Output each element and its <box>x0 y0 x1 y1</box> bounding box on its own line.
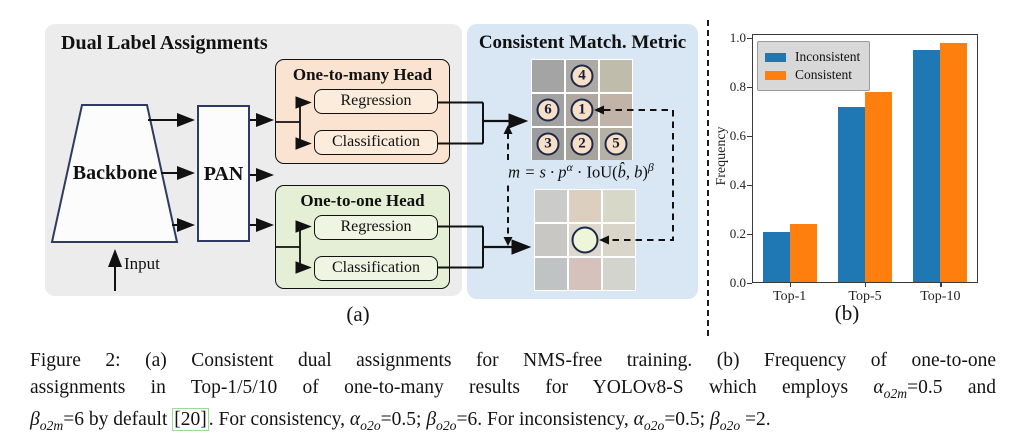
citation-20: [20] <box>172 407 209 431</box>
y-tick-mark <box>747 185 752 187</box>
anchor-circle-2: 2 <box>570 132 594 156</box>
input-label: Input <box>124 254 160 273</box>
grid-cell <box>532 60 564 92</box>
legend-item: Consistent <box>765 67 860 83</box>
formula-mid: · IoU( <box>572 162 618 182</box>
y-tick-mark <box>747 234 752 236</box>
one-to-many-classification-box: Classification <box>314 130 438 155</box>
subfigure-a-label: (a) <box>346 302 370 326</box>
anchor-circle-4: 4 <box>570 64 594 88</box>
backbone-label: Backbone <box>72 162 158 184</box>
legend-swatch <box>765 52 786 62</box>
grid-cell <box>535 258 567 290</box>
panel-a-title: Dual Label Assignments <box>61 32 268 54</box>
grid-cell <box>569 258 601 290</box>
one-to-one-head: One-to-one Head Regression Classificatio… <box>275 185 450 289</box>
grid-cell: 4 <box>566 60 598 92</box>
bar-inconsistent-top-1 <box>762 232 790 282</box>
selected-anchor-circle <box>571 226 599 254</box>
legend-item: Inconsistent <box>765 49 860 65</box>
anchor-circle-6: 6 <box>536 98 560 122</box>
bar-inconsistent-top-5 <box>838 107 865 282</box>
y-tick-mark <box>747 38 752 40</box>
legend-label: Consistent <box>795 67 853 82</box>
y-tick-mark <box>747 283 752 285</box>
grid-cell: 2 <box>566 128 598 160</box>
grid-cell <box>535 224 567 256</box>
y-tick-label: 0.6 <box>729 128 746 143</box>
y-tick-label: 0.4 <box>729 177 746 192</box>
grid-cell <box>569 224 601 256</box>
one-to-many-head-title: One-to-many Head <box>292 65 433 84</box>
formula-base: m = s · p <box>508 162 567 182</box>
anchor-circle-3: 3 <box>536 132 560 156</box>
grid-cell <box>569 190 601 222</box>
subfigure-b-label: (b) <box>834 301 860 325</box>
x-tick-mark <box>940 283 942 287</box>
pan-label: PAN <box>203 163 244 185</box>
anchor-circle-1: 1 <box>570 98 594 122</box>
one-to-many-regression-box: Regression <box>314 89 438 114</box>
x-tick-mark <box>865 283 867 287</box>
caption-line-3: βo2m=6 by default [20]. For consistency,… <box>30 407 771 433</box>
caption-line-1: Figure 2: (a) Consistent dual assignment… <box>30 350 996 371</box>
one-to-one-regression-box: Regression <box>314 215 438 240</box>
bar-consistent-top-10 <box>940 43 968 282</box>
panel-divider <box>707 20 709 336</box>
x-tick-mark <box>789 283 791 287</box>
y-tick-label: 0.2 <box>729 226 746 241</box>
match-metric-formula: m = s · pα · IoU(b̂, b)β <box>471 160 691 183</box>
grid-cell <box>603 258 635 290</box>
one-to-one-head-title: One-to-one Head <box>300 191 425 210</box>
one-to-one-classification-box: Classification <box>314 256 438 281</box>
grid-cell: 6 <box>532 94 564 126</box>
y-tick-label: 0.0 <box>729 275 746 290</box>
y-tick-label: 0.8 <box>729 79 746 94</box>
formula-alpha: α <box>566 160 573 174</box>
x-tick-label: Top-5 <box>848 289 882 304</box>
bar-consistent-top-1 <box>789 224 817 282</box>
y-tick-mark <box>747 136 752 138</box>
x-tick-label: Top-1 <box>773 289 807 304</box>
caption-line-2: assignments in Top-1/5/10 of one-to-many… <box>30 376 997 401</box>
panel-b-title: Consistent Match. Metric <box>478 32 687 53</box>
formula-args: b̂, b <box>617 162 643 182</box>
y-tick-label: 1.0 <box>729 30 746 45</box>
legend-swatch <box>765 70 786 80</box>
backbone-shape <box>50 104 179 243</box>
pan-box: PAN <box>197 105 250 242</box>
x-tick-label: Top-10 <box>920 289 961 304</box>
grid-cell <box>600 60 632 92</box>
grid-cell: 3 <box>532 128 564 160</box>
legend-label: Inconsistent <box>795 49 861 64</box>
grid-cell: 1 <box>566 94 598 126</box>
figure-caption: Figure 2: (a) Consistent dual assignment… <box>30 348 996 439</box>
bar-consistent-top-5 <box>865 92 892 282</box>
bar-inconsistent-top-10 <box>913 50 941 282</box>
y-tick-mark <box>747 87 752 89</box>
formula-beta: β <box>647 160 654 174</box>
grid-cell <box>535 190 567 222</box>
